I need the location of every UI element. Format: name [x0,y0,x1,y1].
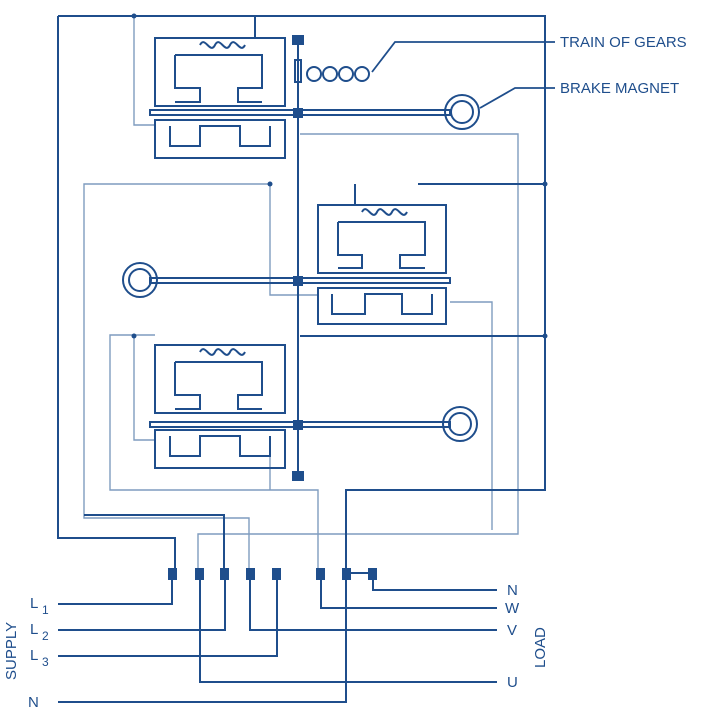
wire-mid-right-loop [269,184,318,296]
leader-brake-magnet [479,87,555,109]
terminal-2 [195,568,204,580]
driving-element-upper [149,37,451,159]
label-l1: L [30,595,38,612]
wire-mid-left-loop [83,183,270,580]
label-supply: SUPPLY [3,622,20,680]
label-v-load: V [507,622,517,639]
label-l3: L [30,647,38,664]
driving-element-middle [149,204,451,325]
brake-magnet-middle [122,262,158,298]
label-u-load: U [507,674,518,691]
terminal-8 [368,568,377,580]
wire-load-v [249,580,497,631]
wire-l2 [58,580,226,631]
label-n-load: N [507,582,518,599]
terminal-1 [168,568,177,580]
label-l1-sub: 1 [42,603,49,617]
wire-outer-right [58,15,546,703]
wire-load-n [346,572,497,591]
label-brake-magnet: BRAKE MAGNET [560,80,679,97]
label-l2-sub: 2 [42,629,49,643]
driving-element-lower [149,344,451,469]
label-l2: L [30,621,38,638]
label-l3-sub: 3 [42,655,49,669]
terminal-4 [246,568,255,580]
label-load: LOAD [532,627,549,668]
terminal-5 [272,568,281,580]
wire-load-u [199,580,497,683]
wire-bottom-left-loop [109,334,319,580]
leader-train-of-gears [371,41,555,73]
wire-bottom-left-branch [133,336,155,441]
label-n-supply: N [28,694,39,711]
wire-mid-right-branch [450,301,493,530]
wire-l3 [58,580,278,657]
terminal-6 [316,568,325,580]
wire-outer-inner-left [84,514,225,580]
wire-outer-left-down [57,16,176,580]
gear-train [292,35,370,481]
wire-l1 [58,580,173,605]
terminal-7 [342,568,351,580]
wire-top-left-branch [133,16,155,126]
label-train-of-gears: TRAIN OF GEARS [560,34,687,51]
label-w-load: W [505,600,520,617]
brake-magnet-lower [442,406,478,442]
brake-magnet-upper [444,94,480,130]
wire-load-w [320,580,497,609]
terminal-3 [220,568,229,580]
wire-top-right-loop [197,133,519,580]
